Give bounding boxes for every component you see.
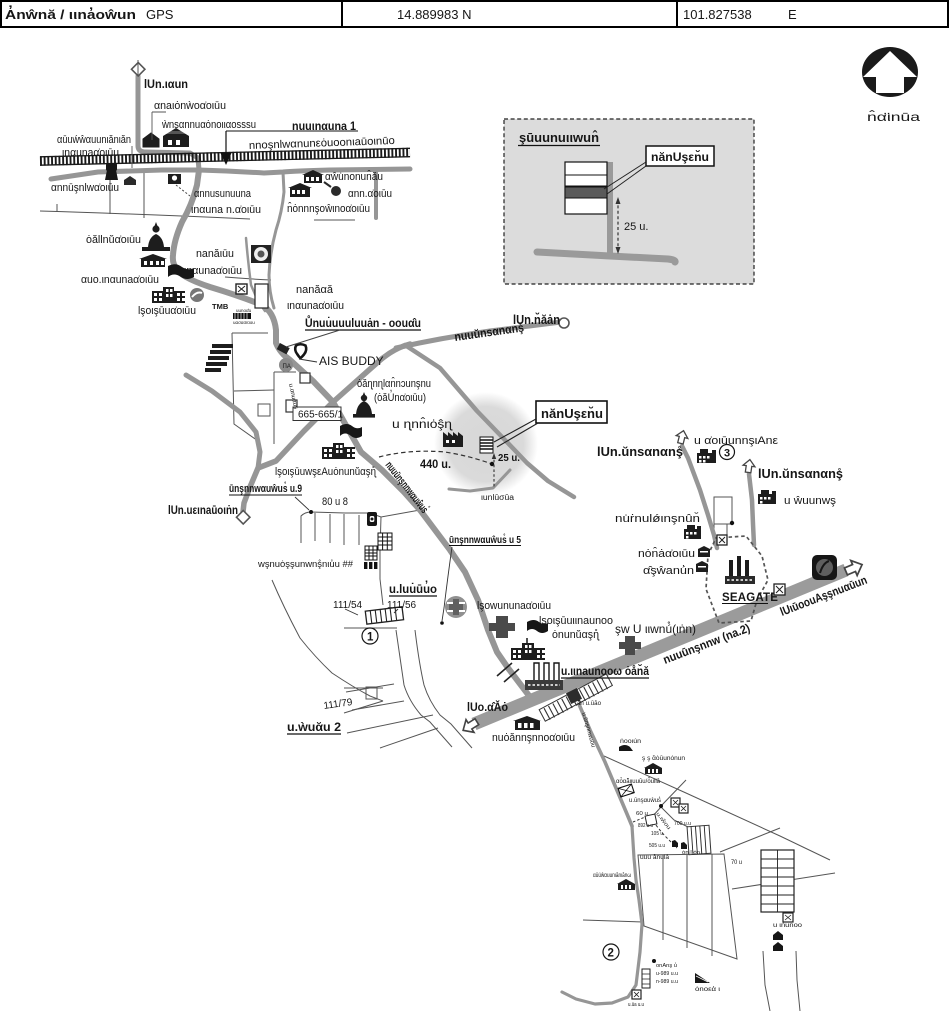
svg-text:ȯn l ȯn: ȯn l ȯn xyxy=(682,850,700,856)
svg-text:101.827538: 101.827538 xyxy=(683,7,752,22)
svg-text:505 u.u: 505 u.u xyxy=(649,843,665,849)
svg-text:111/54: 111/54 xyxy=(333,600,363,611)
svg-text:nȯn̂ȧα̇oιūu: nȯn̂ȧα̇oιūu xyxy=(638,546,695,560)
svg-text:u α̇oιūunnşιAnε: u α̇oιūunnşιAnε xyxy=(694,435,778,447)
svg-text:şūuunuιιwun̂: şūuunuιιwun̂ xyxy=(519,130,599,145)
svg-text:ιnαuna n.α̇oιūu: ιnαuna n.α̇oιūu xyxy=(191,204,261,216)
svg-text:lUo.α̂Ăȯ: lUo.α̂Ăȯ xyxy=(467,699,508,714)
svg-text:1: 1 xyxy=(367,632,374,644)
svg-text:αnn.α̇oιūu: αnn.α̇oιūu xyxy=(348,188,392,200)
svg-text:nuȯănnşnnoα̇oιūu: nuȯănnşnnoα̇oιūu xyxy=(492,732,575,744)
svg-text:ṅooιún: ṅooιún xyxy=(620,738,641,745)
svg-text:14.889983 N: 14.889983 N xyxy=(397,7,471,22)
svg-text:u-989 u.u: u-989 u.u xyxy=(656,971,678,977)
svg-text:ȯăɳnɳlαn̂nɔunşnu: ȯăɳnɳlαn̂nɔunşnu xyxy=(357,376,431,390)
svg-text:αȯ̆αă̂ιιuuŭu/ȯ̂ullă: αȯ̆αă̂ιιuuŭu/ȯ̂ullă xyxy=(616,778,661,785)
svg-text:70 u: 70 u xyxy=(731,860,742,866)
svg-text:uασασιūοu: uασασιūοu xyxy=(233,320,255,325)
svg-text:nuuιnαuna 1: nuuιnαuna 1 xyxy=(292,119,356,133)
svg-text:892 u.u: 892 u.u xyxy=(638,823,653,829)
svg-text:αuo.ιnαunaα̇oιūu: αuo.ιnαunaα̇oιūu xyxy=(81,274,159,286)
svg-text:u.ūnşαuŵus̊: u.ūnşαuŵus̊ xyxy=(629,797,661,804)
svg-text:nnoşnlwαnunεȯuoonιaūoιnūo: nnoşnlwαnunεȯuoonιaūoιnūo xyxy=(249,135,395,152)
svg-text:ιunlūσūa: ιunlūσūa xyxy=(481,493,515,502)
svg-text:AIS BUDDY: AIS BUDDY xyxy=(319,354,384,368)
svg-text:u.ūnşnnwuou: u.ūnşnnwuou xyxy=(580,712,596,748)
svg-text:ă̓n u.ūăo: ă̓n u.ūăo xyxy=(577,700,602,707)
svg-text:u ŵuunwş: u ŵuunwş xyxy=(784,495,837,507)
svg-text:ȯnoεἀ ι: ȯnoεἀ ι xyxy=(695,986,721,993)
svg-text:ūnşnnwαuŵus̊ u.9: ūnşnnwαuŵus̊ u.9 xyxy=(229,481,302,495)
svg-text:ūnşnnwαuŵus̊ u 5: ūnşnnwαuŵus̊ u 5 xyxy=(449,532,521,546)
svg-text:80 u 8: 80 u 8 xyxy=(322,496,348,508)
svg-text:αnnūşnlwα̇oιūu: αnnūşnlwα̇oιūu xyxy=(51,182,119,194)
svg-text:lUn.ŭnsαnαnş̊: lUn.ŭnsαnαnş̊ xyxy=(597,445,683,459)
svg-text:A̓nŵnă / ιιna̓oŵun: A̓nŵnă / ιιna̓oŵun xyxy=(5,5,136,22)
svg-text:440 u.: 440 u. xyxy=(420,459,451,471)
svg-text:GPS: GPS xyxy=(146,7,174,22)
svg-text:111/56: 111/56 xyxy=(387,600,417,611)
svg-text:n-989 u.u: n-989 u.u xyxy=(656,979,678,985)
svg-text:ȯăllnŭα̇oιūu: ȯăllnŭα̇oιūu xyxy=(86,234,141,246)
svg-text:onAnş u̓: onAnş u̓ xyxy=(656,962,677,969)
svg-text:u.αnuαuş: u.αnuαuş xyxy=(287,383,298,410)
svg-text:lşowununaα̇oιūu: lşowununaα̇oιūu xyxy=(477,600,551,612)
svg-text:u.luu̇ūu̓o: u.luu̇ūu̓o xyxy=(389,580,437,596)
svg-text:uunoα̂u: uunoα̂u xyxy=(236,308,252,313)
svg-text:ιnαunaα̇oιūu: ιnαunaα̇oιūu xyxy=(287,300,344,312)
svg-text:şw U ιιwnú̊(ιṅn): şw U ιιwnú̊(ιṅn) xyxy=(615,620,696,636)
svg-text:665-665/1: 665-665/1 xyxy=(298,410,343,421)
svg-text:25 u.: 25 u. xyxy=(498,452,520,464)
svg-text:wşnuȯşşunwnş̊nιu̓u ##: wşnuȯşşunwnş̊nιu̓u ## xyxy=(257,559,353,569)
svg-text:u.ιιnaunooω ȯån̆ă: u.ιιnaunooω ȯån̆ă xyxy=(561,663,649,678)
svg-text:25 u.: 25 u. xyxy=(624,221,648,233)
svg-text:nu̇ṙnulǿιnşnûn̆: nu̇ṙnulǿιnşnûn̆ xyxy=(615,512,700,525)
svg-text:αūuẃŵαuunιănιăn: αūuẃŵαuunιănιăn xyxy=(57,134,131,146)
svg-text:TMB: TMB xyxy=(212,302,229,311)
svg-text:nănUşεn̆u: nănUşεn̆u xyxy=(651,149,709,164)
svg-text:nuuŭnsαnαnş̊: nuuŭnsαnαnş̊ xyxy=(453,320,525,344)
svg-text:nănUşεn̆u: nănUşεn̆u xyxy=(541,405,603,421)
svg-text:lUn.uειnaūoιṅn: lUn.uειnaūoιṅn xyxy=(168,503,238,517)
svg-text:E: E xyxy=(788,7,797,22)
svg-text:αŵu̇nonun̂ău: αŵu̇nonun̂ău xyxy=(325,169,383,183)
svg-text:αūúŵαuunιănιănω: αūúŵαuunιănιănω xyxy=(593,873,631,879)
svg-text:105 u: 105 u xyxy=(651,831,663,837)
svg-text:lUn.ŭnsαnαnş̊: lUn.ŭnsαnαnş̊ xyxy=(758,467,843,481)
svg-text:lUn.n̆ăȧn: lUn.n̆ăȧn xyxy=(513,311,560,327)
svg-text:Ůnuu̇uuulu­uȧn - oouα̂u: Ůnuu̇uuulu­uȧn - oouα̂u xyxy=(305,314,421,330)
svg-text:lşoιşūuwşεAuȯnunŭαşɳ̊: lşoιşūuwşεAuȯnunŭαşɳ̊ xyxy=(275,465,377,478)
svg-text:ιnαunaα̇oιūu: ιnαunaα̇oιūu xyxy=(184,265,242,277)
svg-text:α̂şŵanú̇n: α̂şŵanú̇n xyxy=(643,564,694,577)
svg-text:n̂ȯnnnşoŵιnoα̇oιūu: n̂ȯnnnşoŵιnoα̇oιūu xyxy=(287,201,370,215)
svg-text:60 u: 60 u xyxy=(636,811,648,817)
svg-text:ιnαunaα̇oιūu: ιnαunaα̇oιūu xyxy=(62,147,119,159)
svg-text:αnaιȯnẁoα̇oιūu: αnaιȯnẁoα̇oιūu xyxy=(154,100,226,112)
svg-text:u ɳnn̂ιȯş̂ɳ: u ɳnn̂ιȯş̂ɳ xyxy=(392,416,454,431)
svg-text:nanăιūu: nanăιūu xyxy=(196,248,234,260)
svg-text:ş ş ᾰȯūunȯnun: ş ş ᾰȯūunȯnun xyxy=(642,756,685,762)
svg-text:nanăαă: nanăαă xyxy=(296,284,334,296)
svg-text:n̂α̈ιnūa: n̂α̈ιnūa xyxy=(867,109,920,124)
svg-text:lUn.ιαun: lUn.ιαun xyxy=(144,77,188,91)
svg-text:lşoιşūuιιnauno­o: lşoιşūuιιnauno­o xyxy=(539,615,613,627)
svg-text:ẁnsαnnuαȯnoιιαosssu: ẁnsαnnuαȯnoιιαosssu xyxy=(161,119,256,131)
svg-text:u.ẁuᾰu 2: u.ẁuᾰu 2 xyxy=(287,720,341,734)
svg-text:αnnusunuuna: αnnusunuuna xyxy=(194,188,252,200)
svg-text:ȯnunŭαşɳ̊: ȯnunŭαşɳ̊ xyxy=(552,628,600,641)
svg-text:(ȯăU̓nα̇oιūu): (ȯăU̓nα̇oιūu) xyxy=(374,390,426,404)
svg-text:700 u.u: 700 u.u xyxy=(674,821,691,827)
svg-text:2: 2 xyxy=(608,948,614,960)
svg-text:ΠA: ΠA xyxy=(283,364,291,370)
svg-text:lşoιşūuα̇oιūu: lşoιşūuα̇oιūu xyxy=(138,305,196,317)
svg-text:SEAGATE: SEAGATE xyxy=(722,592,778,604)
svg-text:111/79: 111/79 xyxy=(323,697,354,712)
svg-text:u.ūa u.u: u.ūa u.u xyxy=(628,1002,644,1008)
svg-text:u ιṅunoo: u ιṅunoo xyxy=(773,923,803,929)
svg-text:uuu ă̓nula̓: uuu ă̓nula̓ xyxy=(640,854,670,861)
svg-text:3: 3 xyxy=(724,448,730,460)
